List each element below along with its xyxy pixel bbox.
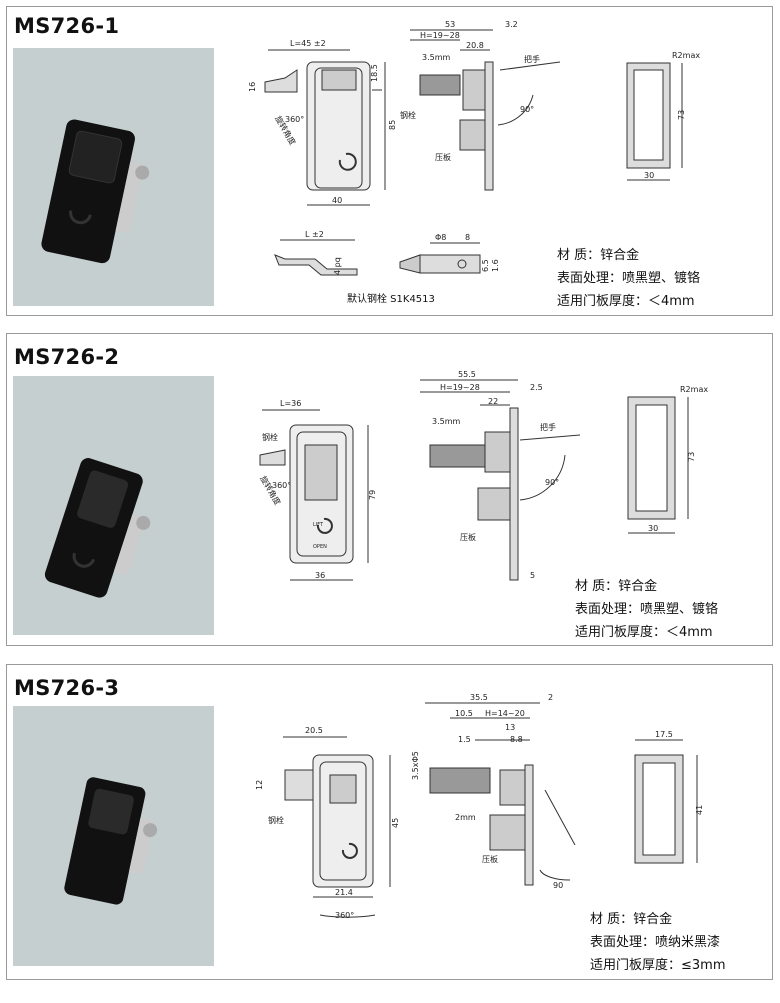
dim-30: 30 — [644, 171, 654, 180]
label-r2: R2max — [680, 385, 708, 394]
dim-H: H=14~20 — [485, 709, 525, 718]
dim-21-4: 21.4 — [335, 888, 353, 897]
dim-45: 45 — [391, 818, 400, 828]
dim-73: 73 — [677, 110, 686, 120]
dim-18-5: 18.5 — [370, 64, 379, 82]
dim-H: H=19~28 — [440, 383, 480, 392]
dim-85: 85 — [388, 120, 397, 130]
dim-H: H=19~28 — [420, 31, 460, 40]
label-lift: LIFT — [313, 522, 324, 528]
dim-41: 41 — [695, 805, 704, 815]
dim-73: 73 — [687, 452, 696, 462]
dim-55-5: 55.5 — [458, 370, 476, 379]
rot-angle: 360° — [272, 481, 291, 490]
dim-35-5: 35.5 — [470, 693, 488, 702]
spec-finish: 表面处理：喷纳米黑漆 — [590, 935, 721, 950]
product-photo — [13, 48, 214, 306]
label-90: 90 — [553, 881, 563, 890]
model-title: MS726-3 — [14, 676, 120, 700]
dim-17-5: 17.5 — [655, 730, 673, 739]
lock-photo-image — [41, 119, 150, 264]
label-bolt: 钢栓 — [268, 815, 284, 825]
technical-drawing-1: L=45 ±2 16 18.5 85 40 360° 旋转角度 53 3.2 H… — [248, 20, 700, 276]
dim-d5: 3.5xΦ5 — [411, 751, 420, 780]
dim-3-2: 3.2 — [505, 20, 518, 29]
spec-thickness: 适用门板厚度：≤3mm — [590, 958, 726, 973]
technical-drawing-2: L=36 钢栓 360° 旋转角度 79 36 LIFT OPEN 55.5 H… — [258, 370, 708, 581]
dim-5: 5 — [530, 571, 535, 580]
label-plate: 压板 — [435, 152, 451, 162]
dim-30: 30 — [648, 524, 658, 533]
dim-53: 53 — [445, 20, 455, 29]
dim-12: 12 — [255, 780, 264, 790]
label-bolt: 钢栓 — [400, 110, 416, 120]
label-bolt: 钢栓 — [262, 432, 278, 442]
dim-40: 40 — [332, 196, 342, 205]
spec-thickness: 适用门板厚度：＜4mm — [575, 625, 713, 640]
dim-13: 13 — [505, 723, 515, 732]
dim-4: 4 pq — [333, 257, 342, 275]
dim-20-5: 20.5 — [305, 726, 323, 735]
label-90: 90° — [545, 478, 559, 487]
dim-3-5mm: 3.5mm — [432, 417, 461, 426]
dim-79: 79 — [368, 490, 377, 500]
label-plate: 压板 — [460, 532, 476, 542]
model-title: MS726-2 — [14, 345, 120, 369]
spec-material: 材 质：锌合金 — [575, 579, 658, 594]
label-plate: 压板 — [482, 854, 498, 864]
dim-L: L=36 — [280, 399, 301, 408]
label-handle: 把手 — [540, 422, 556, 432]
rot-angle: 360° — [285, 115, 304, 124]
spec-block-3: 材 质：锌合金 表面处理：喷纳米黑漆 适用门板厚度：≤3mm — [590, 908, 726, 977]
spec-material: 材 质：锌合金 — [590, 912, 673, 927]
dim-8-8: 8.8 — [510, 735, 523, 744]
dim-16: 16 — [248, 82, 257, 92]
lock-photo-image — [64, 777, 158, 905]
dim-1-5: 1.5 — [458, 735, 471, 744]
dim-2-5: 2.5 — [530, 383, 543, 392]
dim-L: L=45 ±2 — [290, 39, 326, 48]
spec-block-2: 材 质：锌合金 表面处理：喷黑塑、镀铬 适用门板厚度：＜4mm — [575, 575, 718, 644]
dim-20-8: 20.8 — [466, 41, 484, 50]
product-photo — [13, 376, 214, 635]
rot-angle: 360° — [335, 911, 354, 920]
spec-thickness: 适用门板厚度：＜4mm — [557, 294, 695, 309]
dim-L-pm: L ±2 — [305, 230, 324, 239]
dim-2: 2 — [548, 693, 553, 702]
label-90: 90° — [520, 105, 534, 114]
model-title: MS726-1 — [14, 14, 120, 38]
dim-1-6: 1.6 — [491, 259, 500, 272]
dim-22: 22 — [488, 397, 498, 406]
label-r2: R2max — [672, 51, 700, 60]
dim-d8: Φ8 — [435, 233, 446, 242]
dim-6-5: 6.5 — [481, 259, 490, 272]
spec-block-1: 材 质：锌合金 表面处理：喷黑塑、镀铬 适用门板厚度：＜4mm — [557, 244, 700, 313]
label-open: OPEN — [313, 544, 327, 550]
spec-finish: 表面处理：喷黑塑、镀铬 — [575, 602, 719, 617]
spec-finish: 表面处理：喷黑塑、镀铬 — [557, 271, 701, 286]
spec-material: 材 质：锌合金 — [557, 248, 640, 263]
dim-10-5: 10.5 — [455, 709, 473, 718]
bolt-caption: 默认钢栓 S1K4513 — [347, 294, 435, 305]
label-handle: 把手 — [524, 54, 540, 64]
dim-36: 36 — [315, 571, 325, 580]
lock-photo-image — [44, 458, 151, 598]
dim-3-5mm: 3.5mm — [422, 53, 451, 62]
dim-8: 8 — [465, 233, 470, 242]
product-photo — [13, 706, 214, 966]
dim-2mm: 2mm — [455, 813, 476, 822]
